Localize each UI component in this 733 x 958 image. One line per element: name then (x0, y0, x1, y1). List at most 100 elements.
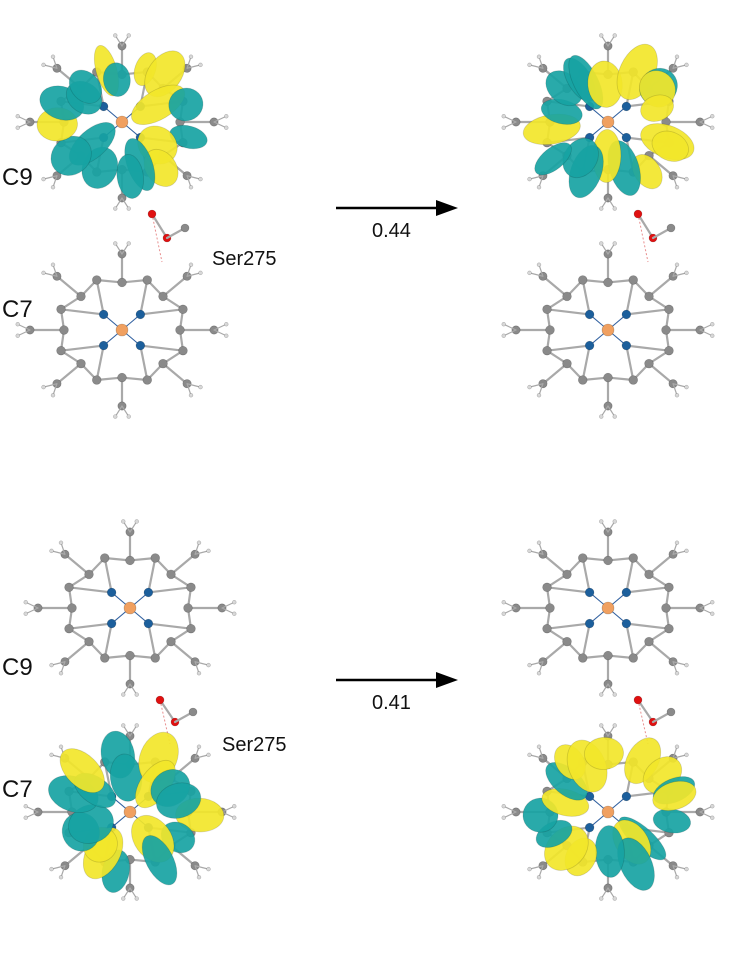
hydrogen-atom (684, 866, 689, 872)
bond (607, 197, 616, 210)
hydrogen-atom (527, 270, 532, 276)
hydrogen-atom (41, 176, 46, 182)
bond (699, 607, 713, 615)
bond (63, 640, 91, 663)
bond (50, 550, 66, 555)
hydrogen-atom (126, 241, 131, 246)
bond (67, 586, 113, 594)
carbon-atom (603, 277, 613, 288)
carbon-atom (661, 325, 671, 335)
orbital-lobe (652, 780, 697, 811)
bond (194, 542, 200, 555)
hydrogen-atom (527, 548, 532, 554)
bond (699, 811, 713, 819)
nitrogen-atom (98, 309, 109, 320)
hydrogen-atom (536, 54, 542, 59)
nitrogen-atom (106, 587, 117, 598)
hydrogen-atom (674, 540, 680, 545)
hydrogen-atom (121, 519, 126, 524)
bond (59, 308, 105, 316)
hydrogen-atom (50, 393, 56, 398)
bond (545, 308, 591, 316)
bond (600, 520, 609, 533)
orbital-lobe (141, 835, 178, 886)
hydrogen-atom (49, 752, 54, 758)
metal-atom (601, 805, 615, 819)
bond (607, 242, 616, 255)
carbon-atom (117, 372, 127, 383)
bond (699, 121, 713, 129)
bond (541, 553, 569, 576)
carbon-atom (92, 275, 102, 285)
bond (121, 197, 130, 210)
hydrogen-atom (674, 875, 680, 880)
bond (538, 383, 544, 396)
bond (95, 278, 105, 316)
bond (538, 746, 544, 759)
hydrogen-atom (121, 896, 126, 901)
bond (55, 275, 83, 298)
hydrogen-atom (684, 176, 689, 182)
carbon-atom (100, 553, 110, 563)
nitrogen-atom (621, 587, 632, 598)
hydrogen-atom (527, 62, 532, 68)
hbond (637, 213, 649, 263)
hydrogen-atom (198, 176, 203, 182)
carbon-atom (542, 346, 552, 356)
hydrogen-atom (710, 114, 715, 119)
carbon-atom (545, 325, 555, 335)
bond (541, 640, 569, 663)
carbon-atom (628, 653, 638, 663)
hydrogen-atom (536, 540, 542, 545)
bond (63, 553, 91, 576)
hydrogen-atom (599, 206, 604, 211)
hydrogen-atom (206, 548, 211, 554)
bond (42, 64, 58, 69)
bond (503, 805, 517, 813)
bond (607, 520, 616, 533)
ser-bridge-0-0 (147, 209, 190, 263)
bottom-left-c9-label: C9 (2, 654, 33, 681)
carbon-atom (76, 291, 86, 302)
bond (607, 405, 616, 418)
bond (699, 323, 713, 331)
bond (161, 362, 189, 385)
nitrogen-atom (621, 618, 632, 629)
hydrogen-atom (134, 519, 139, 524)
hydrogen-atom (684, 548, 689, 554)
bond (581, 344, 591, 382)
bond (541, 362, 569, 385)
hydrogen-atom (684, 384, 689, 390)
hydrogen-atom (58, 671, 64, 676)
bond (672, 542, 678, 555)
nitrogen-atom (143, 587, 154, 598)
orbital-lobe (584, 736, 624, 770)
bond (699, 805, 713, 813)
top-ser275-label: Ser275 (212, 248, 277, 270)
hydrogen-atom (710, 611, 715, 616)
bond (213, 115, 227, 123)
hydrogen-atom (684, 62, 689, 68)
hydrogen-atom (113, 414, 118, 419)
bond (528, 661, 544, 666)
bond (538, 865, 544, 878)
nitrogen-atom (135, 340, 146, 351)
bond (186, 272, 202, 277)
bond (528, 272, 544, 277)
ser-bridge-0-1 (633, 209, 676, 263)
hydrogen-atom (188, 393, 194, 398)
bond (17, 329, 31, 337)
bond (186, 64, 202, 69)
bond (52, 56, 58, 69)
bond (52, 264, 58, 277)
arrow-head (436, 200, 458, 216)
nitrogen-atom (584, 618, 595, 629)
carbon-atom (84, 636, 94, 647)
orbital-lobe (617, 837, 655, 891)
bond (60, 661, 66, 674)
hydrogen-atom (23, 600, 28, 605)
hydrogen-atom (536, 262, 542, 267)
hydrogen-atom (527, 384, 532, 390)
bond (607, 724, 616, 737)
metal-atom (123, 805, 137, 819)
